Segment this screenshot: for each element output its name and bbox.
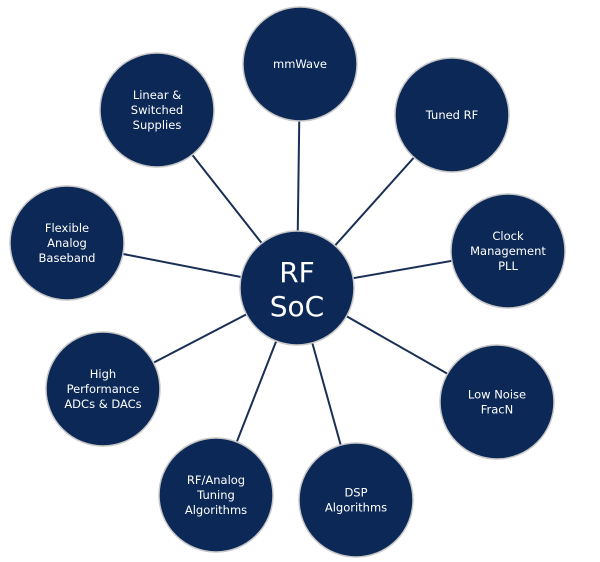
node-label: RF/Analog bbox=[187, 473, 245, 487]
node-label: ADCs & DACs bbox=[64, 397, 141, 411]
node-label: Low Noise bbox=[468, 388, 526, 402]
node-circle bbox=[158, 437, 274, 553]
node-label: Analog bbox=[47, 236, 87, 250]
node-label: Management bbox=[470, 244, 546, 258]
node-circle bbox=[99, 52, 215, 168]
hub-label: SoC bbox=[270, 290, 324, 323]
node-label: High bbox=[90, 367, 116, 381]
node-circle bbox=[242, 6, 358, 122]
hub-label: RF bbox=[279, 256, 315, 289]
node-label: mmWave bbox=[273, 57, 327, 71]
node-label: Switched bbox=[131, 103, 183, 117]
node-label: Performance bbox=[67, 382, 140, 396]
node-circle bbox=[450, 193, 566, 309]
node-label: Baseband bbox=[39, 251, 96, 265]
node-label: PLL bbox=[498, 259, 518, 273]
node-label: DSP bbox=[344, 486, 367, 500]
node-label: Tuning bbox=[196, 488, 235, 502]
node-label: Supplies bbox=[133, 118, 182, 132]
node-label: FracN bbox=[481, 403, 513, 417]
node-label: Algorithms bbox=[185, 503, 247, 517]
node-mmwave: mmWave bbox=[242, 6, 358, 122]
hub-circle bbox=[239, 230, 355, 346]
node-label: Flexible bbox=[45, 221, 89, 235]
node-circle bbox=[298, 442, 414, 558]
node-circle bbox=[9, 185, 125, 301]
node-label: Algorithms bbox=[325, 501, 387, 515]
node-tuned-rf: Tuned RF bbox=[394, 57, 510, 173]
node-label: Tuned RF bbox=[425, 108, 479, 122]
node-circle bbox=[394, 57, 510, 173]
node-label: Linear & bbox=[133, 88, 181, 102]
node-circle bbox=[45, 331, 161, 447]
node-label: Clock bbox=[492, 229, 524, 243]
node-circle bbox=[439, 344, 555, 460]
